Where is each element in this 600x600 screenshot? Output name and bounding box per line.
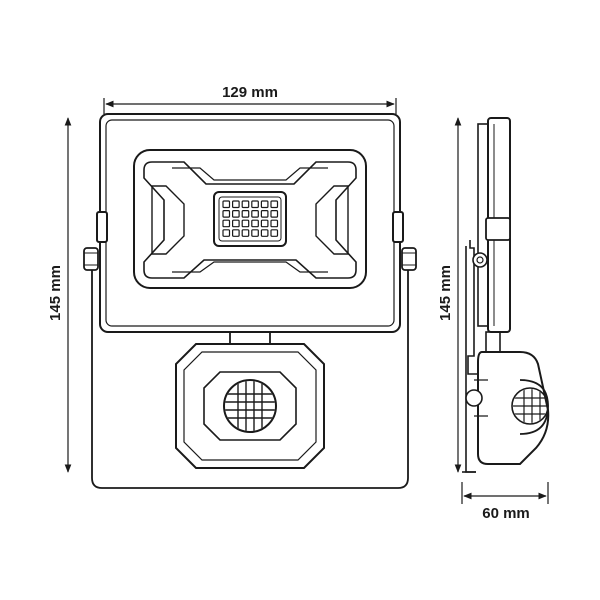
led-chip [222,210,231,218]
led-chip [251,219,259,228]
side-height-label: 145 mm [437,265,454,321]
led-array [222,200,279,237]
led-chip [232,219,240,228]
led-chip [270,229,279,237]
led-chip [241,210,250,218]
led-chip [251,229,259,237]
front-height-dimension: 145 mm [47,117,72,473]
led-chip [222,229,231,237]
led-chip [241,229,250,237]
led-chip [260,219,269,228]
led-chip [260,200,269,209]
led-chip [260,210,269,218]
side-view [462,117,550,473]
led-chip [270,219,279,228]
width-dimension: 129 mm [103,84,397,114]
led-chip [241,200,250,209]
led-chip [251,200,259,209]
led-chip [232,200,240,209]
width-label: 129 mm [222,84,278,101]
led-chip [241,219,250,228]
front-height-label: 145 mm [47,265,64,321]
led-chip [232,210,240,218]
side-height-dimension: 145 mm [437,117,462,473]
front-view [83,113,417,489]
led-chip [222,200,231,209]
led-chip [251,210,259,218]
led-chip [270,200,279,209]
depth-dimension: 60 mm [461,482,549,522]
depth-label: 60 mm [482,505,530,522]
led-chip [232,229,240,237]
led-chip [260,229,269,237]
led-chip [270,210,279,218]
led-chip [222,219,231,228]
